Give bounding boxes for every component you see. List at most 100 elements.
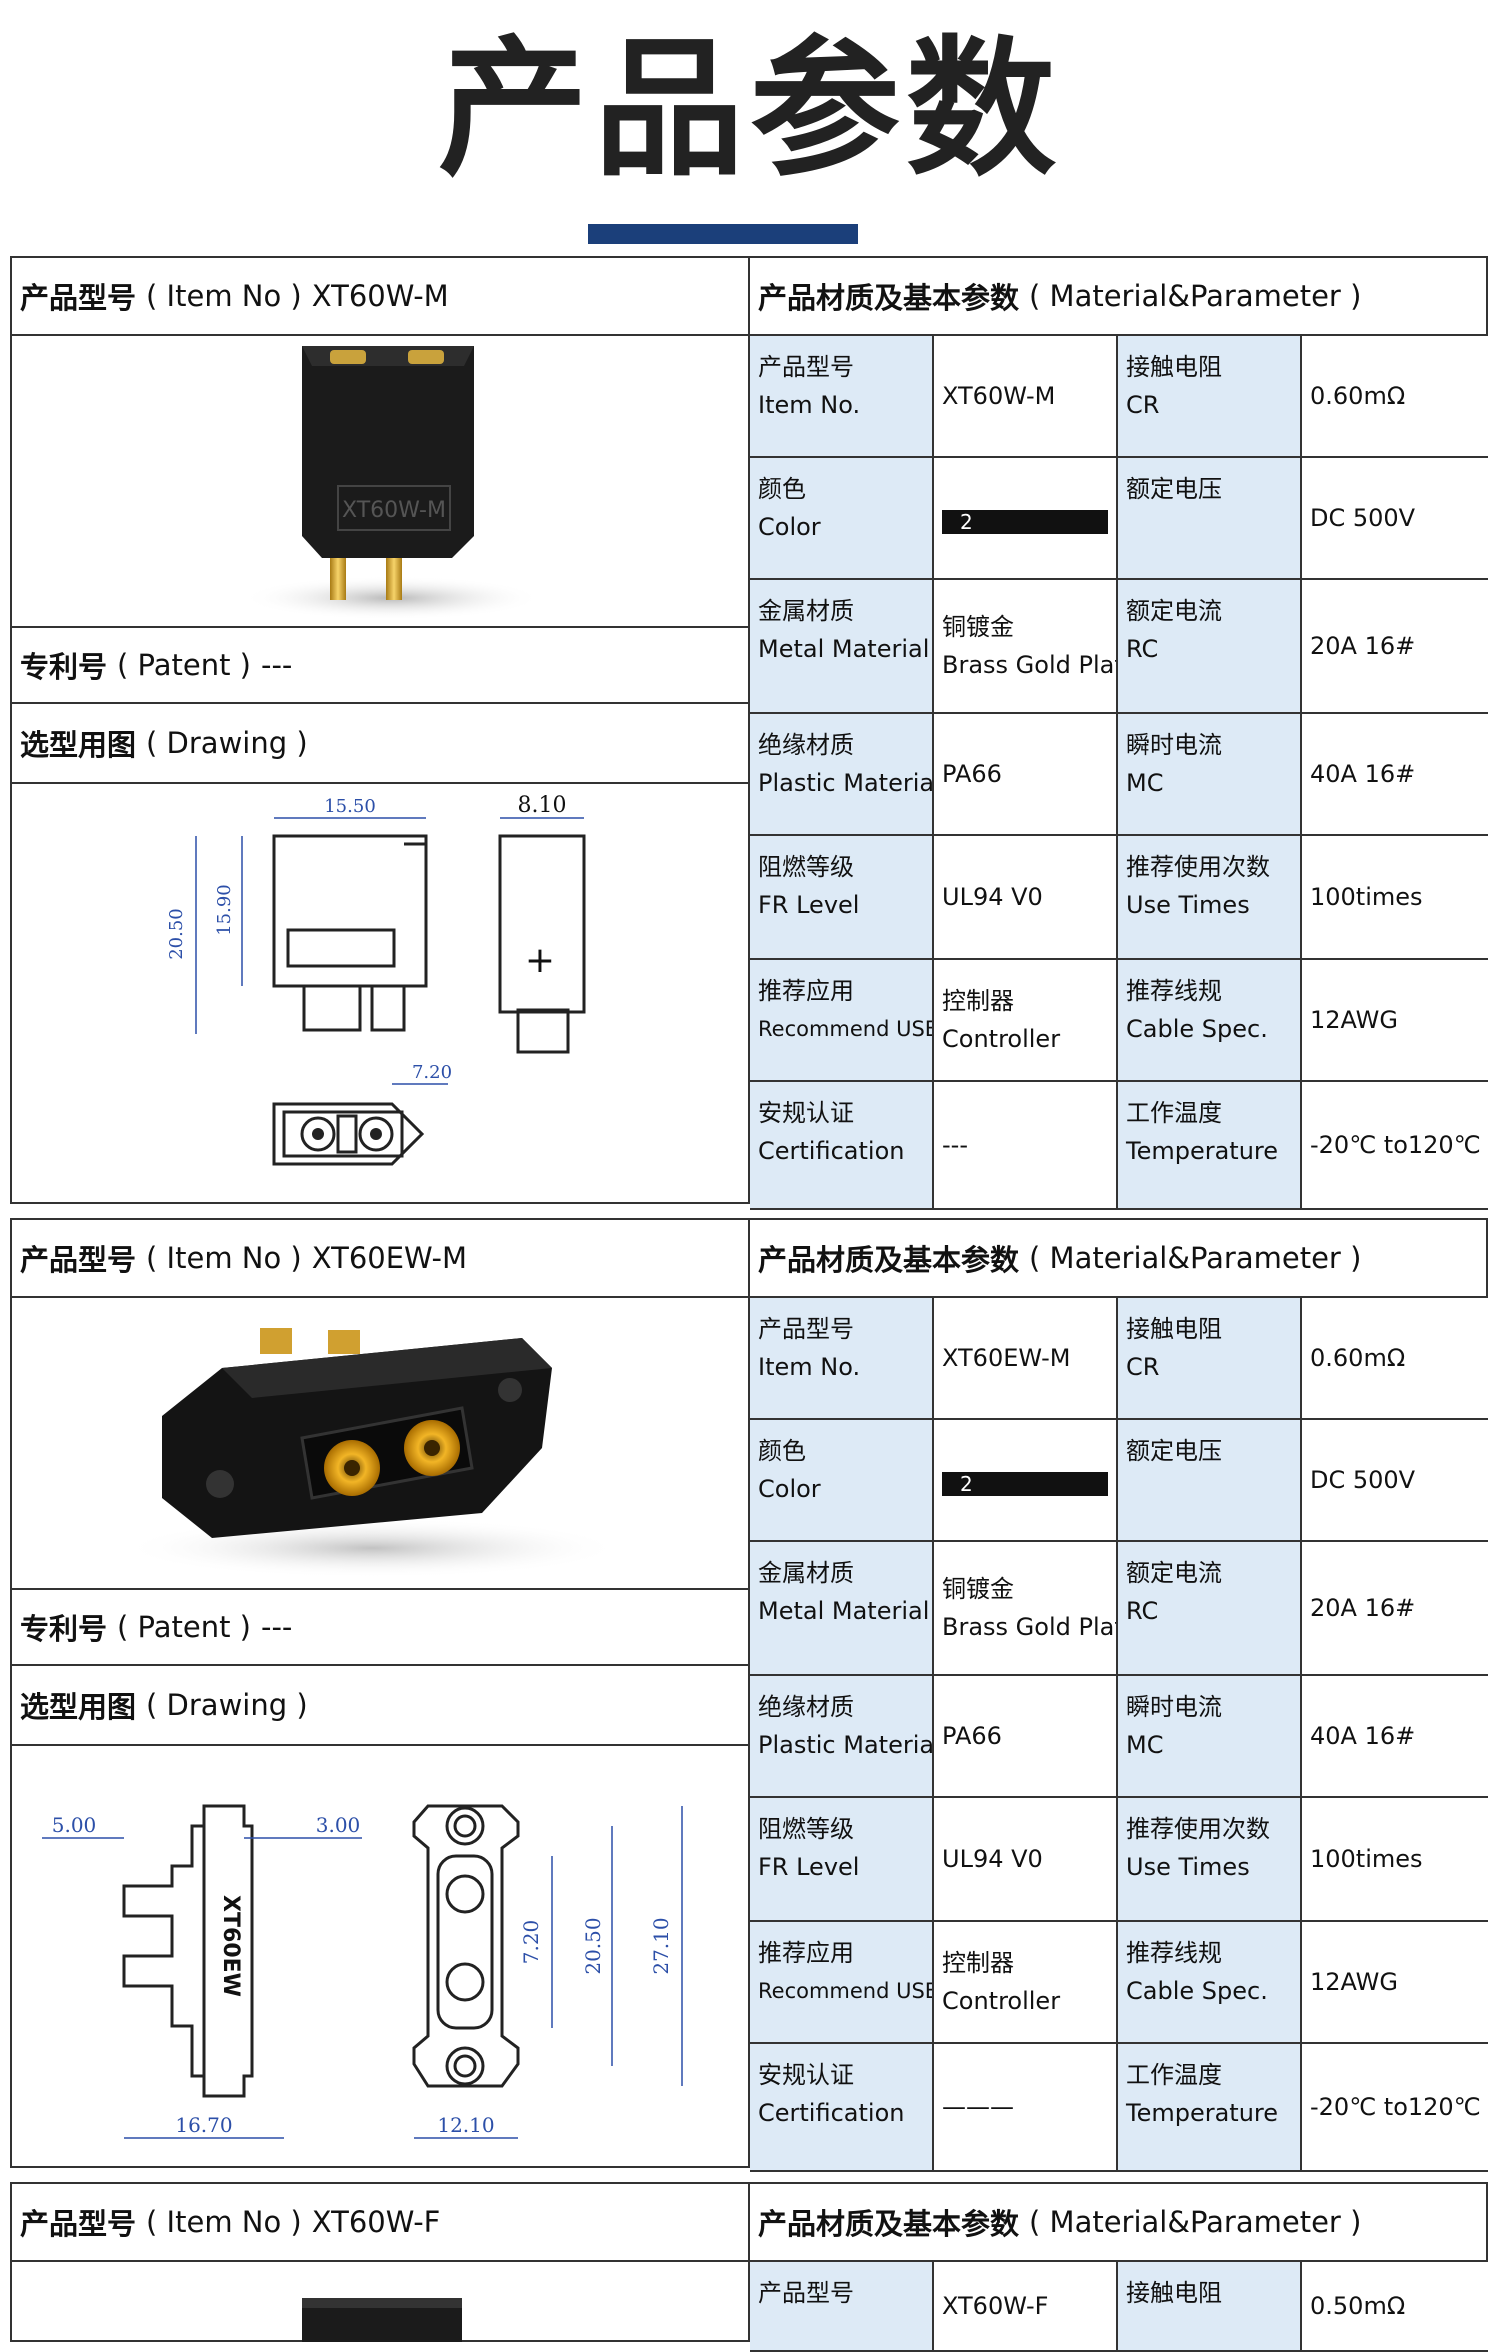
param-text: 接触电阻	[1126, 1315, 1222, 1343]
param-text: 金属材质	[758, 597, 854, 625]
param-text: Color	[758, 513, 821, 541]
param-text: 铜镀金	[942, 1575, 1014, 1603]
item-no-value: XT60EW-M	[311, 1241, 468, 1275]
param-value-cell: DC 500V	[1302, 1420, 1488, 1542]
patent-label: 专利号	[20, 650, 108, 684]
param-text: MC	[1126, 1731, 1164, 1759]
drawing-row: 选型用图 ( Drawing )	[12, 704, 748, 782]
param-text: 额定电流	[1126, 1559, 1222, 1587]
param-value-cell: 20A 16#	[1302, 1542, 1488, 1676]
material-label: 产品材质及基本参数	[758, 2207, 1020, 2241]
param-text: DC 500V	[1310, 504, 1416, 532]
param-value-cell: 100times	[1302, 836, 1488, 960]
connector-drawing-icon: + 15.50 8.10 20.50 15.90 7.20	[166, 793, 586, 1166]
connector-photo-icon: XT60W-M	[242, 346, 542, 620]
param-text: 接触电阻	[1126, 353, 1222, 381]
param-value-cell: 0.50mΩ	[1302, 2262, 1488, 2352]
param-value-cell: 0.60mΩ	[1302, 336, 1488, 458]
material-header-row: 产品材质及基本参数 ( Material&Parameter )	[750, 1220, 1486, 1298]
param-text: 阻燃等级	[758, 853, 854, 881]
param-text: PA66	[942, 760, 1002, 788]
param-text: 金属材质	[758, 1559, 854, 1587]
param-text: 12AWG	[1310, 1006, 1398, 1034]
param-text: 0.50mΩ	[1310, 2292, 1406, 2320]
item-no-label: 产品型号	[20, 2207, 137, 2241]
param-text: Item No.	[758, 391, 861, 419]
param-text: 0.60mΩ	[1310, 382, 1406, 410]
param-value-cell: -20℃ to120℃	[1302, 1082, 1488, 1210]
param-text: PA66	[942, 1722, 1002, 1750]
page-title: 产品参数	[437, 23, 1062, 197]
param-value-cell: 100times	[1302, 1798, 1488, 1922]
dim-depth: 8.10	[518, 793, 567, 818]
param-text: 颜色	[758, 475, 806, 503]
material-en: ( Material&Parameter )	[1029, 2205, 1362, 2239]
param-text: 安规认证	[758, 2061, 854, 2089]
param-text: 工作温度	[1126, 2061, 1222, 2089]
material-header-row: 产品材质及基本参数 ( Material&Parameter )	[750, 258, 1486, 336]
item-no-row: 产品型号 ( Item No ) XT60W-F	[12, 2184, 748, 2262]
param-value-cell: XT60EW-M	[934, 1298, 1118, 1420]
param-text: Color	[758, 1475, 821, 1503]
param-text: Temperature	[1126, 1137, 1279, 1165]
param-value-cell: 40A 16#	[1302, 714, 1488, 836]
param-text: FR Level	[758, 891, 860, 919]
dim-hole-span: 20.50	[581, 1917, 605, 1974]
param-text: 安规认证	[758, 1099, 854, 1127]
item-no-en: ( Item No )	[146, 279, 302, 313]
product-block-xt60ew-m: 产品型号 ( Item No ) XT60EW-M	[10, 1218, 1488, 2172]
param-text: ---	[942, 1131, 968, 1159]
param-label-cell: 颜色 Color	[750, 458, 934, 580]
param-value-cell: PA66	[934, 1676, 1118, 1798]
param-text: UL94 V0	[942, 1845, 1043, 1873]
param-text: CR	[1126, 1353, 1160, 1381]
param-text: 12AWG	[1310, 1968, 1398, 1996]
item-no-en: ( Item No )	[146, 2205, 302, 2239]
dim-width: 12.10	[437, 2113, 494, 2137]
param-value-cell: 2	[934, 458, 1118, 580]
color-swatch: 2	[942, 1472, 1108, 1496]
color-swatch-wrap: 2	[942, 502, 1108, 534]
param-text: 推荐应用	[758, 977, 854, 1005]
material-en: ( Material&Parameter )	[1029, 279, 1362, 313]
param-text: Plastic Material	[758, 1731, 934, 1759]
param-value-cell: DC 500V	[1302, 458, 1488, 580]
item-no-en: ( Item No )	[146, 1241, 302, 1275]
patent-value: ---	[261, 1610, 293, 1644]
title-underline	[588, 224, 858, 244]
material-label: 产品材质及基本参数	[758, 281, 1020, 315]
param-text: 推荐使用次数	[1126, 853, 1270, 881]
item-no-row: 产品型号 ( Item No ) XT60EW-M	[12, 1220, 748, 1298]
param-text: 阻燃等级	[758, 1815, 854, 1843]
param-value-cell: 0.60mΩ	[1302, 1298, 1488, 1420]
product-photo	[12, 2262, 748, 2342]
material-label: 产品材质及基本参数	[758, 1243, 1020, 1277]
param-text: 铜镀金	[942, 613, 1014, 641]
patent-en: ( Patent )	[117, 648, 251, 682]
material-header-row: 产品材质及基本参数 ( Material&Parameter )	[750, 2184, 1486, 2262]
param-text: 产品型号	[758, 1315, 854, 1343]
param-text: Use Times	[1126, 891, 1250, 919]
param-label-cell: 额定电压	[1118, 458, 1302, 580]
item-no-label: 产品型号	[20, 281, 137, 315]
param-text: Controller	[942, 1025, 1061, 1053]
param-text: RC	[1126, 1597, 1159, 1625]
dim-body-height: 15.90	[214, 884, 235, 936]
param-text: 绝缘材质	[758, 1693, 854, 1721]
param-text: Temperature	[1126, 2099, 1279, 2127]
param-text: 绝缘材质	[758, 731, 854, 759]
param-label-cell: 工作温度 Temperature	[1118, 2044, 1302, 2172]
